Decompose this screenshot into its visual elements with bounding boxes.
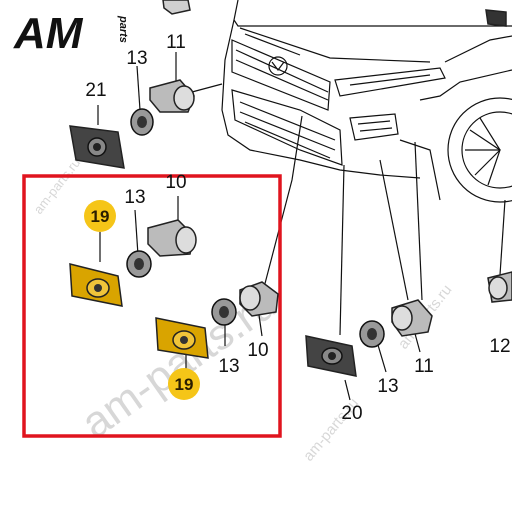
ring-13-mid: [126, 250, 152, 278]
sensor-11-top: [149, 79, 195, 113]
callout-10-mid: 10: [165, 172, 186, 193]
callout-11-top: 11: [166, 32, 186, 53]
logo-sub: parts: [117, 15, 129, 43]
callout-21: 21: [85, 80, 106, 101]
callout-13-right: 13: [377, 376, 398, 397]
am-parts-logo: AM parts: [13, 9, 129, 58]
sensor-10-box: [239, 281, 279, 317]
callout-badge-19-upper: 19: [84, 200, 116, 232]
callout-20: 20: [341, 403, 362, 424]
ring-13-top: [130, 108, 154, 136]
callout-badge-19-lower: 19: [168, 368, 200, 400]
bracket-21: [69, 125, 125, 169]
callout-13-box: 13: [218, 356, 239, 377]
callout-10-box: 10: [247, 340, 268, 361]
callout-13-mid: 13: [124, 187, 145, 208]
callout-12: 12: [489, 336, 510, 357]
ring-13-right: [359, 320, 385, 348]
sensor-11-right: [391, 299, 433, 337]
ring-13-box: [211, 298, 237, 326]
callout-11-right: 11: [414, 356, 434, 377]
bracket-19-upper: [69, 263, 123, 307]
sensor-10-mid: [147, 219, 197, 257]
callout-19-upper-label: 19: [91, 207, 110, 226]
watermark-1: am-parts.ru: [31, 155, 84, 217]
callout-13-top: 13: [126, 48, 147, 69]
car-front-drawing: [162, 0, 512, 203]
sensor-12: [487, 271, 512, 303]
logo-main: AM: [13, 9, 84, 58]
callout-19-lower-label: 19: [175, 375, 194, 394]
highlight-frame: [22, 174, 282, 438]
bracket-20: [305, 335, 357, 377]
bracket-19-lower: [155, 317, 209, 359]
